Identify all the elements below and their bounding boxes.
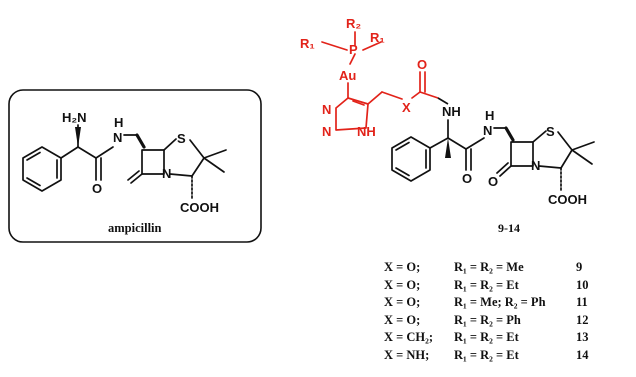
conjugate-sulfur-label: S (546, 124, 555, 139)
row-r-value: R₁ = R₂ = Et (454, 347, 519, 362)
ampicillin-carbonyl-o-label: O (92, 181, 102, 196)
ampicillin-phenyl-ring (22, 146, 62, 192)
conjugate-ring-n-label: N (531, 158, 540, 173)
ampicillin-amide-n-label: N (113, 130, 122, 145)
conjugate-amide-n-label: N (483, 123, 492, 138)
conjugate-carbonyl-o-label: O (462, 171, 472, 186)
table-row: X = CH₂; R₁ = R₂ = Et 13 (384, 329, 634, 347)
triazole-nh-label: NH (357, 124, 376, 139)
row-x-value: X = O; (384, 277, 421, 292)
r1-left-label: R₁ (300, 36, 315, 51)
table-row: X = O; R₁ = R₂ = Me 9 (384, 259, 634, 277)
row-x-value: X = NH; (384, 347, 430, 362)
triazole-ring (335, 97, 369, 131)
row-x-value: X = O; (384, 312, 421, 327)
ampicillin-beta-lactam (141, 149, 165, 175)
linker-carbonyl-o-label: O (417, 57, 427, 72)
conjugate-beta-lactam (510, 141, 534, 167)
row-x-value: X = O; (384, 295, 421, 310)
row-compound-number: 12 (576, 312, 589, 327)
row-compound-number: 13 (576, 330, 589, 345)
r1-right-label: R₁ (370, 30, 385, 45)
phosphorus-label: P (349, 42, 358, 57)
triazole-n1-label: N (322, 102, 331, 117)
row-r-value: R₁ = R₂ = Ph (454, 312, 521, 327)
ampicillin-name: ampicillin (108, 221, 162, 235)
row-compound-number: 10 (576, 277, 589, 292)
gold-phosphine-fragment: R₂ R₁ R₁ P Au N N NH (300, 16, 403, 139)
conjugate-lactam-o-label: O (488, 174, 498, 189)
conjugate-cooh-label: COOH (548, 192, 587, 207)
row-r-value: R₁ = R₂ = Et (454, 330, 519, 345)
gold-label: Au (339, 68, 356, 83)
linker-x-label: X (402, 100, 411, 115)
ampicillin-structure: H₂N H N S O N COOH ampicillin (8, 89, 262, 243)
ampicillin-sulfur-label: S (177, 131, 186, 146)
ampicillin-stereo-wedge (75, 127, 81, 147)
triazole-n2-label: N (322, 124, 331, 139)
conjugate-amide-h-label: H (485, 108, 494, 123)
ampicillin-ring-n-label: N (162, 166, 171, 181)
row-compound-number: 14 (576, 347, 589, 362)
ampicillin-box (8, 89, 262, 243)
ampicillin-nh2-label: H₂N (62, 110, 87, 125)
row-compound-number: 11 (576, 295, 588, 310)
row-r-value: R₁ = R₂ = Et (454, 277, 519, 292)
table-row: X = NH; R₁ = R₂ = Et 14 (384, 347, 634, 365)
row-r-value: R₁ = Me; R₂ = Ph (454, 295, 546, 310)
linker-nh-label: NH (442, 104, 461, 119)
conjugate-ampicillin-core: H N S O O N COOH 9-14 (391, 108, 595, 235)
r2-label: R₂ (346, 16, 361, 31)
row-x-value: X = O; (384, 260, 421, 274)
table-row: X = O; R₁ = R₂ = Et 10 (384, 277, 634, 295)
ampicillin-amide-h-label: H (114, 115, 123, 130)
conjugate-stereo-wedge (445, 138, 451, 158)
row-x-value: X = CH₂; (384, 330, 434, 345)
conjugate-phenyl-ring (391, 136, 431, 182)
compound-series-label: 9-14 (498, 221, 520, 235)
row-r-value: R₁ = R₂ = Me (454, 260, 524, 274)
table-row: X = O; R₁ = R₂ = Ph 12 (384, 312, 634, 330)
ampicillin-cooh-label: COOH (180, 200, 219, 215)
compound-substituent-table: X = O; R₁ = R₂ = Me 9 X = O; R₁ = R₂ = E… (384, 259, 634, 365)
row-compound-number: 9 (576, 260, 583, 274)
linker-fragment: X O NH (402, 57, 461, 119)
table-row: X = O; R₁ = Me; R₂ = Ph 11 (384, 294, 634, 312)
